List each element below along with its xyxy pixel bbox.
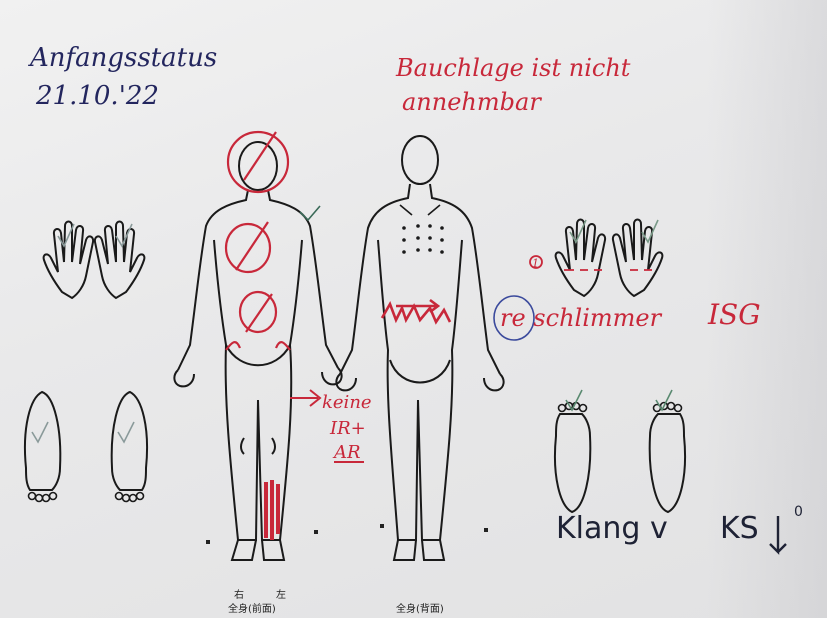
left-hand-1 — [44, 222, 94, 299]
front-body-red-marks — [226, 132, 290, 540]
status-title: Anfangsstatus — [28, 43, 217, 73]
status-date: 21.10.'22 — [35, 81, 159, 111]
circle-one-mark: 1 — [532, 257, 539, 270]
check-mark — [656, 390, 672, 410]
arrow-icon — [290, 390, 320, 406]
left-hand-2 — [95, 222, 145, 299]
prone-note-line1: Bauchlage ist nicht — [395, 54, 631, 82]
back-caption: 全身(背面) — [396, 602, 444, 615]
klang-label: Klang v — [556, 511, 668, 546]
check-mark — [118, 422, 134, 442]
right-hand-2 — [613, 220, 663, 297]
printed-right-label: 左 — [276, 588, 286, 601]
back-body-figure — [336, 136, 503, 560]
small-mark: 0 — [794, 504, 803, 520]
back-dotted-marks — [402, 224, 444, 254]
right-foot-pair — [555, 390, 685, 512]
right-foot-2 — [650, 403, 685, 513]
right-foot-1 — [555, 403, 590, 513]
worse-right-label: re schlimmer — [500, 304, 663, 332]
prone-note-line2: annehmbar — [402, 88, 542, 116]
ks-label: KS — [720, 511, 759, 546]
isg-label: ISG — [707, 298, 761, 331]
left-foot-pair — [25, 392, 147, 502]
left-hand-pair — [44, 222, 145, 299]
back-red-scribble — [382, 300, 450, 322]
keine-line3: AR — [332, 442, 361, 463]
printed-left-label: 右 — [234, 588, 244, 601]
right-hand-pair — [556, 220, 663, 297]
left-foot-2 — [112, 392, 147, 502]
left-foot-1 — [25, 392, 60, 502]
check-mark — [300, 206, 320, 220]
front-body-figure — [174, 142, 341, 560]
keine-line1: keine — [322, 392, 372, 413]
check-mark — [32, 422, 48, 442]
down-arrow-icon — [770, 516, 786, 552]
front-caption: 全身(前面) — [228, 602, 276, 615]
keine-line2: IR+ — [329, 418, 366, 439]
